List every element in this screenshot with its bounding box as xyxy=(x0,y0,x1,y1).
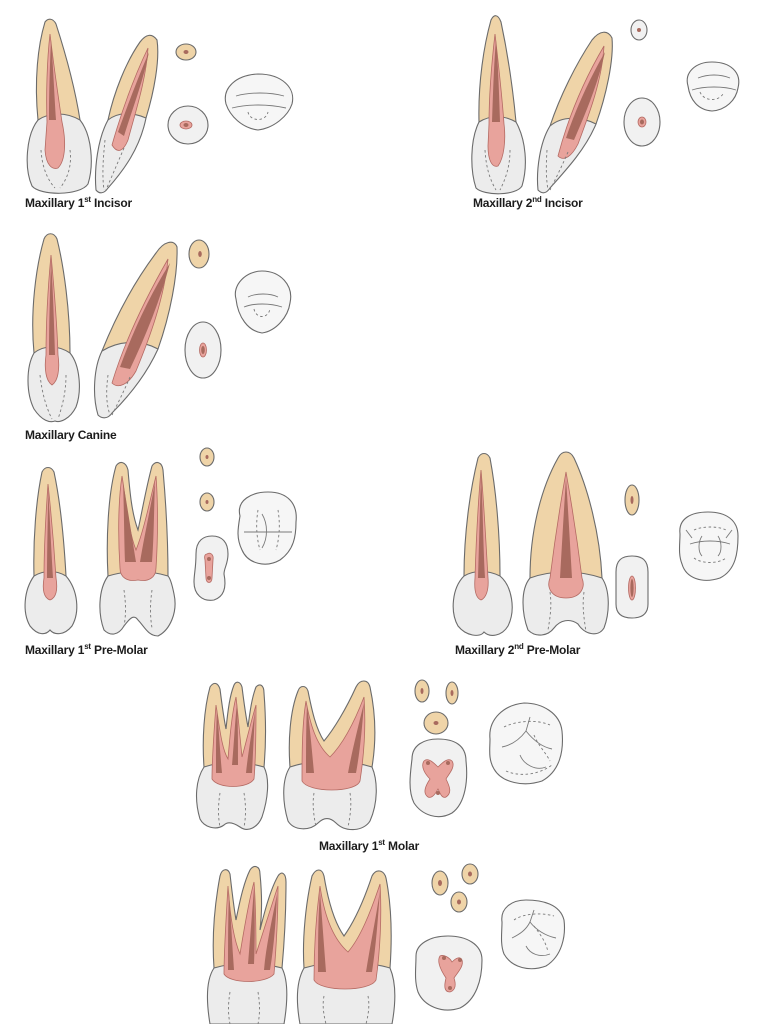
max-1st-molar-root-section-mb xyxy=(415,680,429,702)
caption-tail: Incisor xyxy=(91,196,132,210)
max-1st-premolar-buccal-view xyxy=(25,468,77,634)
max-1st-premolar-occlusal-view xyxy=(238,492,296,564)
caption-name: Maxillary xyxy=(319,839,372,853)
max-2nd-molar-proximal-view xyxy=(297,870,394,1024)
max-2nd-molar-root-section-mb xyxy=(432,871,448,895)
plate-max-2nd-incisor: Maxillary 2nd Incisor xyxy=(440,0,768,220)
max-1st-molar-occlusal-view xyxy=(490,703,563,784)
max-2nd-molar-root-section-db xyxy=(462,864,478,884)
caption-name: Maxillary Canine xyxy=(25,428,117,442)
max-1st-incisor-proximal-view xyxy=(96,35,158,192)
caption-suffix: st xyxy=(84,195,91,204)
caption-suffix: st xyxy=(84,642,91,651)
max-1st-molar-root-section-db xyxy=(446,682,458,704)
max-1st-molar-proximal-view xyxy=(284,681,377,830)
max-2nd-premolar-cervical-section xyxy=(616,556,648,618)
max-canine-cervical-section xyxy=(185,322,221,378)
max-2nd-premolar-root-section xyxy=(625,485,639,515)
max-2nd-molar-root-section-p xyxy=(451,892,467,912)
max-2nd-incisor-cervical-section xyxy=(624,98,660,146)
plate-caption: Maxillary Canine xyxy=(25,428,117,442)
max-2nd-molar-drawings xyxy=(200,860,600,1024)
max-2nd-incisor-labial-view xyxy=(472,16,526,194)
max-2nd-incisor-drawings xyxy=(440,0,768,220)
max-canine-proximal-view xyxy=(95,242,178,418)
caption-suffix: nd xyxy=(514,642,523,651)
max-2nd-molar-occlusal-view xyxy=(502,900,565,969)
plate-max-2nd-premolar: Maxillary 2nd Pre-Molar xyxy=(440,450,768,665)
max-2nd-molar-buccal-view xyxy=(207,867,286,1024)
max-2nd-incisor-proximal-view xyxy=(538,32,613,193)
max-1st-premolar-drawings xyxy=(0,450,320,665)
max-1st-molar-root-section-p xyxy=(424,712,448,734)
caption-tail: Pre-Molar xyxy=(91,643,148,657)
max-1st-incisor-drawings xyxy=(0,0,320,220)
caption-name: Maxillary xyxy=(455,643,508,657)
plate-caption: Maxillary 1st Molar xyxy=(319,839,419,853)
max-1st-molar-buccal-view xyxy=(197,682,268,829)
max-1st-incisor-cervical-section xyxy=(168,106,208,144)
max-2nd-incisor-root-section xyxy=(631,20,647,40)
max-1st-premolar-proximal-view xyxy=(100,463,175,636)
max-canine-incisal-view xyxy=(235,271,290,333)
caption-tail: Pre-Molar xyxy=(524,643,581,657)
plate-caption: Maxillary 1st Pre-Molar xyxy=(25,643,148,657)
max-2nd-incisor-incisal-view xyxy=(687,62,739,111)
max-1st-incisor-incisal-view xyxy=(225,74,292,130)
max-canine-labial-view xyxy=(28,234,79,422)
max-2nd-premolar-drawings xyxy=(440,450,768,665)
max-1st-incisor-root-section xyxy=(176,44,196,60)
caption-suffix: nd xyxy=(532,195,541,204)
max-1st-premolar-root-section-2 xyxy=(200,493,214,511)
max-2nd-premolar-buccal-view xyxy=(453,454,512,636)
max-2nd-premolar-proximal-view xyxy=(523,452,608,635)
plate-caption: Maxillary 2nd Pre-Molar xyxy=(455,643,580,657)
caption-tail: Incisor xyxy=(542,196,583,210)
caption-name: Maxillary xyxy=(473,196,526,210)
plate-max-2nd-molar xyxy=(200,860,600,1024)
plate-max-1st-premolar: Maxillary 1st Pre-Molar xyxy=(0,450,320,665)
max-2nd-molar-cervical-section xyxy=(416,936,483,1010)
max-2nd-premolar-occlusal-view xyxy=(680,512,739,580)
plate-max-1st-molar: Maxillary 1st Molar xyxy=(190,675,590,860)
max-canine-root-section xyxy=(189,240,209,268)
max-1st-molar-drawings xyxy=(190,675,590,860)
caption-tail: Molar xyxy=(385,839,419,853)
max-1st-premolar-root-section-1 xyxy=(200,448,214,466)
caption-name: Maxillary xyxy=(25,643,78,657)
max-canine-drawings xyxy=(0,225,320,450)
plate-caption: Maxillary 2nd Incisor xyxy=(473,196,583,210)
plate-max-canine: Maxillary Canine xyxy=(0,225,320,450)
caption-name: Maxillary xyxy=(25,196,78,210)
plate-caption: Maxillary 1st Incisor xyxy=(25,196,132,210)
caption-suffix: st xyxy=(378,838,385,847)
plate-max-1st-incisor: Maxillary 1st Incisor xyxy=(0,0,320,220)
max-1st-incisor-labial-view xyxy=(27,19,91,193)
max-1st-premolar-cervical-section xyxy=(194,536,228,600)
max-1st-molar-cervical-section xyxy=(410,739,467,817)
